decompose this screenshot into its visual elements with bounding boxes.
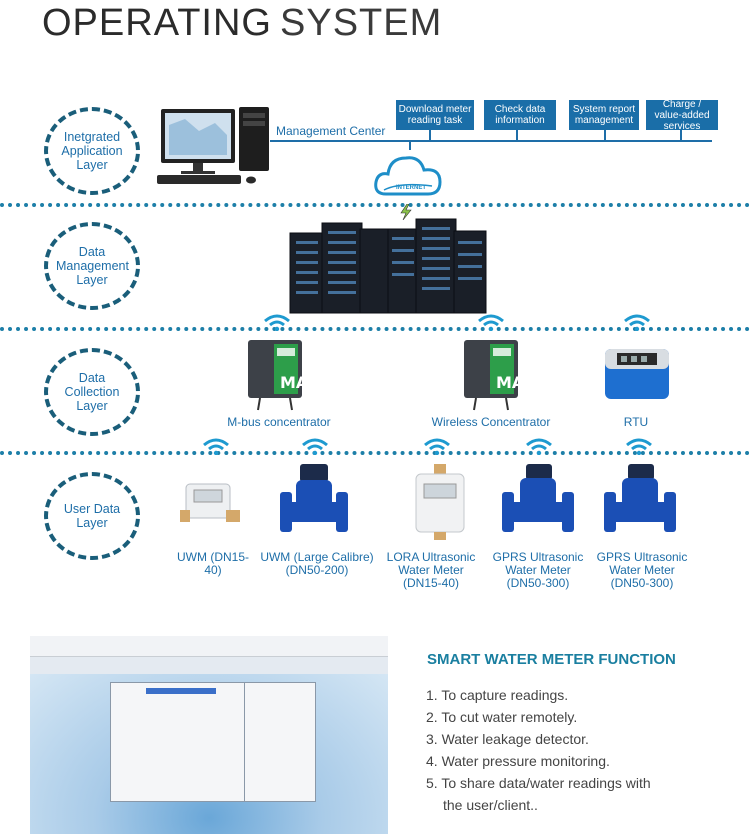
lora-meter-icon (415, 464, 465, 540)
wifi-icon (424, 438, 450, 455)
svg-text:MA: MA (496, 373, 522, 392)
function-list: 1. To capture readings. 2. To cut water … (426, 684, 651, 816)
list-item: 4. Water pressure monitoring. (426, 753, 610, 769)
layer-separator (0, 203, 750, 207)
layer-label: Inetgrated Application Layer (61, 130, 123, 172)
service-label: System report management (572, 104, 636, 126)
list-item: 3. Water leakage detector. (426, 731, 589, 747)
computer-icon (157, 107, 269, 184)
service-label: Download meter reading task (398, 104, 472, 126)
layer-separator (0, 327, 750, 331)
collector-label: RTU (623, 415, 649, 429)
layer-label: Data Collection Layer (64, 371, 120, 413)
gprs-meter-icon (604, 464, 676, 532)
title-part-1: OPERATING (42, 2, 272, 44)
layer-data-management: Data Management Layer (44, 222, 140, 310)
meter-label: UWM (DN15-40) (177, 550, 249, 577)
connector-lines (270, 120, 712, 150)
layer-application: Inetgrated Application Layer (44, 107, 140, 195)
meter-label: UWM (Large Calibre) (DN50-200) (260, 550, 374, 577)
rtu-icon (605, 349, 669, 399)
service-box: Charge / value-added services (646, 98, 718, 132)
layer-separator (0, 451, 750, 455)
service-box: Download meter reading task (396, 100, 474, 130)
layer-label: User Data Layer (63, 502, 121, 530)
wifi-icon (203, 438, 229, 455)
wifi-icon (626, 438, 652, 455)
service-box: Check data information (484, 100, 556, 130)
wifi-icon (478, 314, 504, 331)
layer-label: Data Management Layer (56, 245, 129, 287)
list-item: the user/client.. (443, 797, 538, 813)
list-item: 2. To cut water remotely. (426, 709, 578, 725)
list-item: 5. To share data/water readings with (426, 775, 651, 791)
meter-label: GPRS Ultrasonic Water Meter (DN50-300) (492, 550, 584, 590)
management-center-label: Management Center (276, 124, 386, 138)
uwm-small-meter-icon (180, 483, 240, 522)
collector-label: M-bus concentrator (227, 415, 331, 429)
wifi-icon (624, 314, 650, 331)
layer-data-collection: Data Collection Layer (44, 348, 140, 436)
wifi-icon (264, 314, 290, 331)
service-label: Charge / value-added services (654, 98, 710, 132)
title-part-2: SYSTEM (280, 2, 443, 44)
software-screenshot (30, 636, 388, 834)
cloud-icon (374, 156, 442, 196)
m-bus-concentrator-icon: MA (248, 340, 306, 411)
wifi-icon (526, 438, 552, 455)
internet-label: INTERNET (396, 185, 426, 191)
service-label: Check data information (494, 104, 546, 126)
wireless-concentrator-icon: MA (464, 340, 522, 411)
gprs-meter-icon (502, 464, 574, 532)
lightning-icon (400, 204, 412, 220)
layer-user-data: User Data Layer (44, 472, 140, 560)
svg-text:MA: MA (280, 373, 306, 392)
service-box: System report management (569, 100, 639, 130)
server-rack-icon (289, 218, 487, 314)
uwm-large-meter-icon (280, 464, 348, 532)
collector-label: Wireless Concentrator (431, 415, 551, 429)
wifi-icon (302, 438, 328, 455)
meter-label: GPRS Ultrasonic Water Meter (DN50-300) (596, 550, 688, 590)
meter-label: LORA Ultrasonic Water Meter (DN15-40) (386, 550, 476, 590)
function-title: SMART WATER METER FUNCTION (427, 651, 676, 668)
list-item: 1. To capture readings. (426, 687, 569, 703)
